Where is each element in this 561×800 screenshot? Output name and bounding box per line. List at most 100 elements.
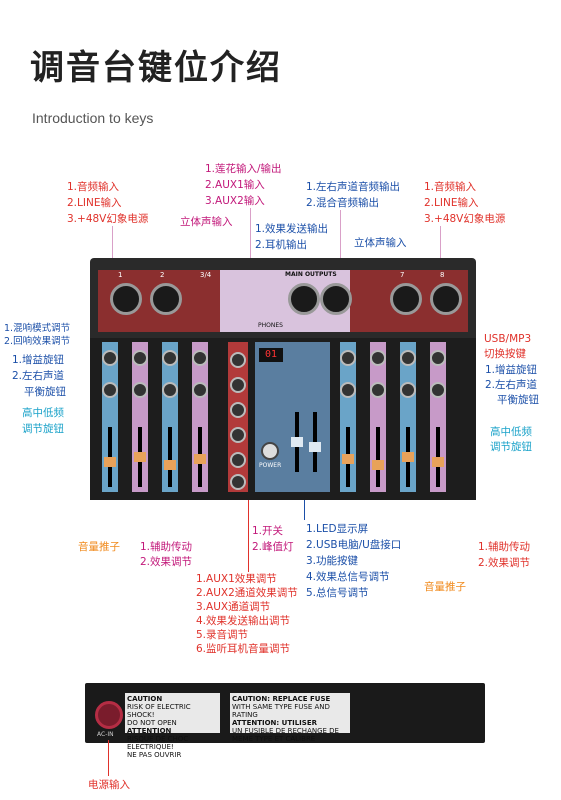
gain-knob[interactable] [192,350,208,366]
eq-right-label-1: 高中低频 [490,426,532,438]
power-input-label: 电源输入 [88,779,130,791]
rca-io-label-1: 1.莲花输入/输出 [205,163,282,175]
fader-handle[interactable] [372,460,384,470]
page-title: 调音台键位介绍 [30,48,282,88]
fx-send-knob[interactable] [230,427,246,443]
power-peak-label-1: 1.开关 [252,525,284,537]
eq-left-label-1: 高中低频 [22,407,64,419]
gain-left-label-3: 平衡旋钮 [24,386,66,398]
display-label-3: 3.功能按键 [306,555,359,567]
eq-knob[interactable] [430,382,446,398]
main-out-l[interactable] [288,283,320,315]
connector-line [248,500,249,572]
power-button[interactable] [261,442,279,460]
main-out-label-1: 1.左右声道音频输出 [306,181,401,193]
gain-knob[interactable] [370,350,386,366]
main-outputs-label: MAIN OUTPUTS [285,271,337,278]
reverb-label-1: 1.混响模式调节 [4,323,71,334]
caution-text: ATTENTION [127,727,172,735]
stereo-in-left-label: 立体声输入 [180,216,233,228]
gain-right-label-1: 1.增益旋钮 [485,364,538,376]
fader-handle[interactable] [134,452,146,462]
main-out-r[interactable] [320,283,352,315]
master-section: 01 POWER [255,342,330,492]
right-input-label-3: 3.+48V幻象电源 [424,213,506,225]
power-peak-label-2: 2.峰值灯 [252,541,294,553]
caution-text: ATTENTION: UTILISER [232,719,317,727]
fader-handle[interactable] [164,460,176,470]
caution-text: MEME TYPE ET CALIBRE [232,735,316,743]
channel-strip [102,342,118,492]
channel-strip [192,342,208,492]
display-label-2: 2.USB电脑/U盘接口 [306,539,402,551]
fader-handle[interactable] [342,454,354,464]
caution-text: CAUTION: REPLACE FUSE [232,695,331,703]
xlr-input-8[interactable] [430,283,462,315]
eq-knob[interactable] [162,382,178,398]
stereo-in-right-label: 立体声输入 [354,237,407,249]
aux2-knob[interactable] [230,377,246,393]
connector-line [108,740,109,776]
effects-label-2: 2.AUX2通道效果调节 [196,587,298,599]
rec-knob[interactable] [230,452,246,468]
fader-handle[interactable] [194,454,206,464]
gain-knob[interactable] [400,350,416,366]
xlr-input-2[interactable] [150,283,182,315]
mixer-illustration: 1 2 3/4 7 8 MAIN OUTPUTS PHONES [90,258,476,500]
eq-knob[interactable] [132,382,148,398]
channel-strip [370,342,386,492]
effects-label-1: 1.AUX1效果调节 [196,573,277,585]
channel-strip [162,342,178,492]
gain-knob[interactable] [102,350,118,366]
display-label-1: 1.LED显示屏 [306,523,369,535]
channel-panel: 01 POWER [90,338,476,500]
fader-handle[interactable] [402,452,414,462]
gain-right-label-2: 2.左右声道 [485,379,538,391]
fader-handle[interactable] [104,457,116,467]
aux-left-label-2: 2.效果调节 [140,556,193,568]
channel-strip [132,342,148,492]
main-out-label-2: 2.混合音频输出 [306,197,380,209]
left-input-label-1: 1.音频输入 [67,181,120,193]
eq-knob[interactable] [102,382,118,398]
gain-knob[interactable] [132,350,148,366]
fader-left-label: 音量推子 [78,541,120,553]
gain-knob[interactable] [430,350,446,366]
connector-line [440,226,441,266]
gain-knob[interactable] [340,350,356,366]
aux1-knob[interactable] [230,352,246,368]
display-label-5: 5.总信号调节 [306,587,369,599]
eq-knob[interactable] [192,382,208,398]
gain-left-label-1: 1.增益旋钮 [12,354,65,366]
channel-label: 3/4 [200,271,212,279]
xlr-input-7[interactable] [390,283,422,315]
left-input-label-3: 3.+48V幻象电源 [67,213,149,225]
channel-label: 2 [160,271,165,279]
channel-label: 7 [400,271,405,279]
gain-right-label-3: 平衡旋钮 [497,394,539,406]
eq-knob[interactable] [400,382,416,398]
master-fader-handle[interactable] [291,437,303,447]
rca-io-label-3: 3.AUX2输入 [205,195,265,207]
usb-mp3-label-1: USB/MP3 [484,333,532,345]
reverb-label-2: 2.回响效果调节 [4,336,71,347]
ac-in-socket[interactable] [95,701,123,729]
rear-panel: AC-IN CAUTION RISK OF ELECTRIC SHOCK! DO… [85,683,485,759]
eq-knob[interactable] [340,382,356,398]
eq-knob[interactable] [370,382,386,398]
effects-label-6: 6.监听耳机音量调节 [196,643,291,655]
fx-fader-handle[interactable] [309,442,321,452]
connector-line [304,500,305,520]
effects-strip [228,342,248,492]
xlr-input-1[interactable] [110,283,142,315]
channel-strip [430,342,446,492]
connector-line [250,208,251,266]
fx-phones-label-2: 2.耳机输出 [255,239,308,251]
fader-handle[interactable] [432,457,444,467]
phones-knob[interactable] [230,474,246,490]
aux-knob[interactable] [230,402,246,418]
fx-phones-label-1: 1.效果发送输出 [255,223,329,235]
left-input-label-2: 2.LINE输入 [67,197,122,209]
gain-knob[interactable] [162,350,178,366]
ac-in-label: AC-IN [97,731,114,738]
